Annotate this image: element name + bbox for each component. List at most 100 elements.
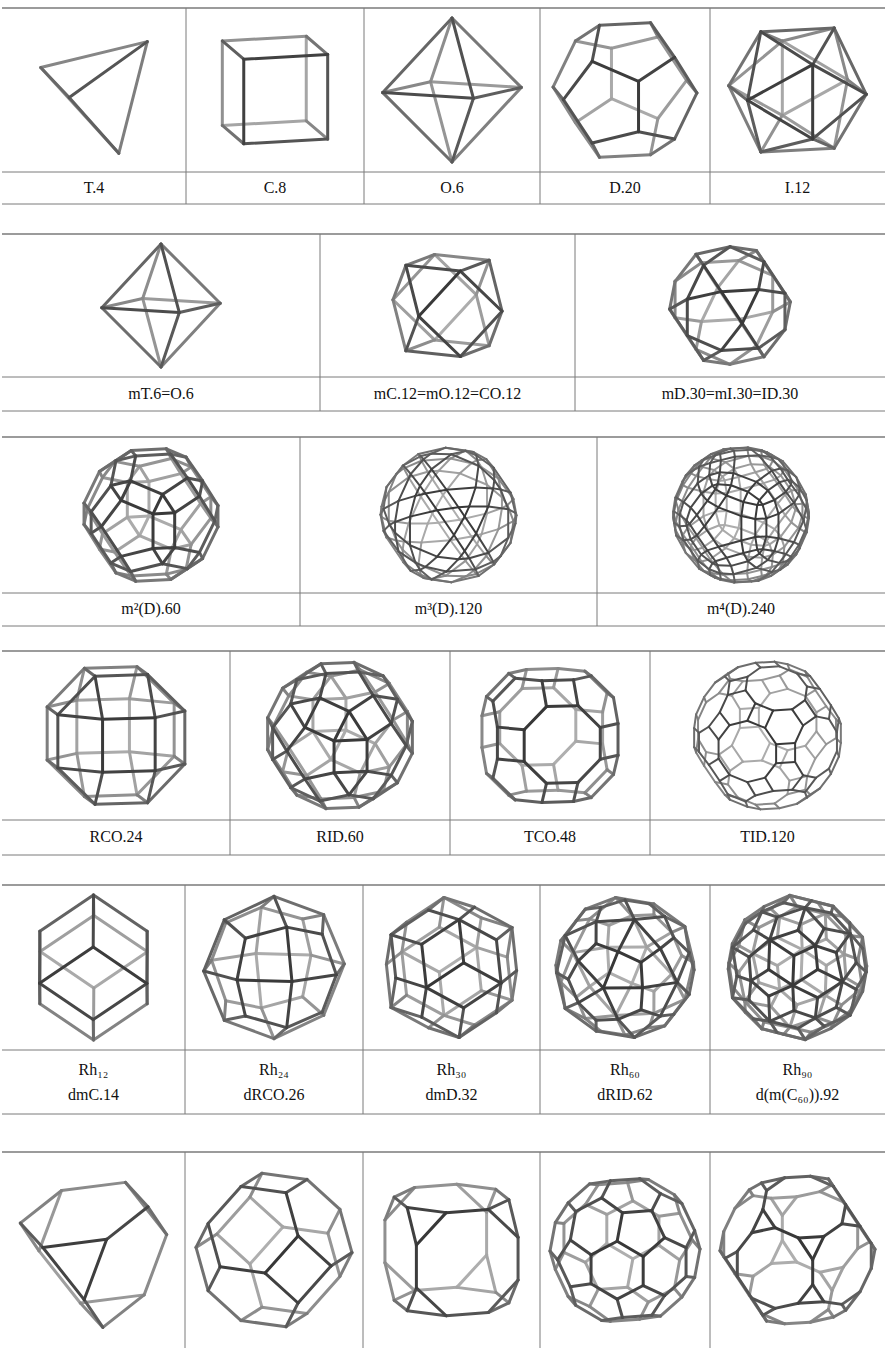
polyhedron-edge (684, 540, 698, 560)
polyhedron-edge (404, 524, 409, 542)
polyhedron-edge (761, 32, 813, 65)
polyhedron-edge (761, 28, 834, 32)
polyhedron-edge (554, 764, 559, 790)
polyhedron-edge (187, 552, 199, 568)
polyhedron-edge (154, 718, 157, 771)
polyhedron-edge (725, 677, 730, 682)
polyhedron-edge (479, 466, 495, 481)
polyhedron-edge (720, 471, 734, 474)
polyhedron-edge (755, 469, 766, 473)
polyhedron-edge (20, 1223, 43, 1247)
polyhedron-edge (102, 308, 179, 313)
polyhedron-edge (568, 979, 578, 1002)
polyhedron-edge (20, 1191, 61, 1224)
polyhedron-edge (432, 469, 447, 490)
polyhedron-edge (145, 983, 148, 1003)
polyhedron-edge (256, 907, 261, 953)
polyhedron-edge (720, 460, 721, 472)
polyhedron-edge (493, 678, 515, 701)
polyhedron-edge (798, 908, 805, 931)
polyhedron-edge (721, 292, 742, 324)
polyhedron-edge (617, 723, 620, 755)
polyhedron-edge (265, 1273, 298, 1303)
polyhedron-edge (402, 952, 439, 972)
polyhedron-edge (777, 917, 779, 937)
polyhedron-edge (493, 480, 494, 488)
polyhedron-edge (410, 510, 437, 516)
polyhedron-edge (697, 515, 704, 527)
polyhedron-edge (406, 351, 461, 357)
polyhedron-edge (393, 300, 406, 351)
polyhedron-edge (84, 503, 91, 512)
polyhedron-edge (726, 462, 734, 469)
polyhedron-edge (784, 903, 806, 908)
polyhedron-edge (507, 509, 509, 538)
polyhedron-edge (732, 728, 740, 745)
polyhedron-edge (634, 917, 664, 920)
polyhedron-edge (444, 898, 475, 908)
polyhedron-edge (111, 556, 121, 563)
polyhedron-edge (287, 981, 292, 1027)
polyhedron-edge (771, 275, 774, 311)
polyhedron-edge (680, 502, 684, 515)
polyhedron-edge (758, 708, 760, 727)
polyhedron-edge (334, 771, 367, 772)
polyhedron-edge (788, 781, 790, 795)
polyhedron-edge (742, 289, 758, 323)
polyhedron-edge (690, 515, 697, 524)
polyhedron-edge (493, 488, 500, 489)
polyhedron-edge (406, 265, 461, 271)
table-rules (2, 8, 885, 1348)
polyhedron-edge (697, 526, 704, 535)
polyhedron-edge (163, 478, 188, 494)
polyhedron-edge (721, 323, 742, 350)
polyhedron-edge (779, 482, 786, 492)
polyhedron-edge (476, 569, 479, 576)
polyhedron-edge (791, 522, 798, 528)
polyhedron-edge (805, 731, 816, 746)
polyhedron-edge (181, 530, 191, 545)
polyhedron-wireframe (84, 449, 218, 581)
polyhedron-edge (774, 551, 785, 554)
polyhedron-edge (391, 1008, 422, 1018)
polyhedron-edge (714, 530, 722, 540)
polyhedron-wireframe (204, 896, 345, 1038)
polyhedron-edge (578, 961, 603, 988)
polyhedron-edge (435, 255, 490, 261)
polyhedron-edge (127, 517, 139, 535)
polyhedron-edge (458, 505, 469, 508)
polyhedron-edge (497, 727, 524, 730)
polyhedron-edge (175, 547, 200, 552)
polyhedron-edge (756, 662, 775, 663)
polyhedron-edge (611, 99, 657, 119)
polyhedron-edge (469, 558, 475, 569)
polyhedron-edge (391, 935, 396, 978)
polyhedron-edge (801, 950, 802, 980)
polyhedron-edge (748, 492, 760, 500)
polyhedron-edge (558, 790, 585, 793)
polyhedron-edge (603, 693, 608, 712)
polyhedron-edge (199, 496, 214, 520)
polyhedron-edge (794, 743, 796, 762)
polyhedron-edge (753, 930, 769, 940)
polyhedron-edge (689, 970, 694, 994)
polyhedron-edge (493, 759, 498, 778)
polyhedron-edge (779, 804, 797, 808)
polyhedron-edge (767, 529, 775, 541)
polyhedron-edge (488, 506, 508, 509)
polyhedron-edge (155, 711, 185, 718)
polyhedron-edge (608, 947, 609, 972)
polyhedron-edge (625, 900, 649, 904)
polyhedron-edge (524, 762, 546, 784)
polyhedron-edge (687, 508, 691, 521)
polyhedron-edge (780, 469, 787, 480)
polyhedron-edge (608, 925, 609, 947)
polyhedron-edge (756, 560, 767, 568)
polyhedron-edge (718, 565, 720, 573)
polyhedron-edge (428, 514, 433, 524)
polyhedron-edge (407, 1208, 416, 1246)
polyhedron-edge (649, 904, 665, 917)
polyhedron-edge (770, 930, 798, 939)
polyhedron-edge (792, 775, 803, 790)
